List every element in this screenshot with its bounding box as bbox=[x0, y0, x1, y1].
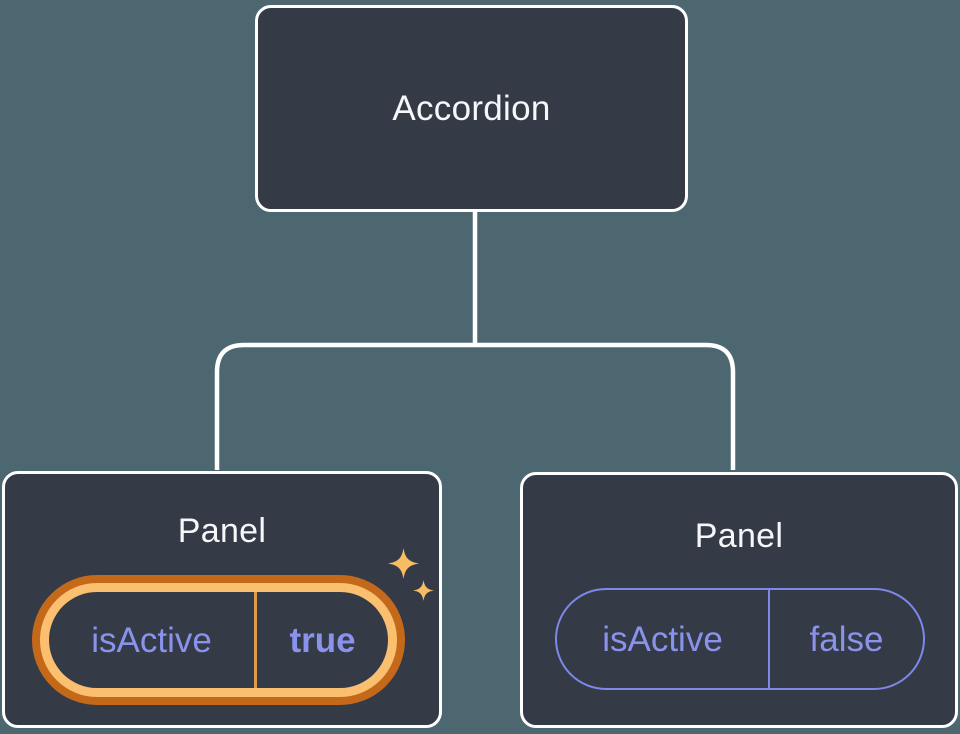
state-pill-inactive: isActive false bbox=[555, 588, 925, 690]
state-key-label: isActive bbox=[49, 592, 258, 688]
state-key-label: isActive bbox=[557, 590, 770, 688]
connector-branch bbox=[214, 342, 736, 470]
sparkle-icon-large bbox=[388, 548, 419, 579]
tree-root-node: Accordion bbox=[255, 5, 688, 212]
state-pill-active-inner: isActive true bbox=[49, 592, 388, 688]
sparkle-icon-small bbox=[413, 580, 434, 601]
panel-node-inactive: Panel isActive false bbox=[520, 472, 958, 728]
state-value-label: true bbox=[289, 620, 356, 660]
state-pill-inactive-inner: isActive false bbox=[557, 590, 923, 688]
state-value-label: false bbox=[809, 619, 884, 659]
state-pill-active: isActive true bbox=[32, 575, 405, 705]
panel-node-label: Panel bbox=[177, 512, 267, 550]
panel-node-label: Panel bbox=[694, 517, 784, 555]
panel-node-active: Panel isActive true bbox=[2, 471, 442, 728]
root-node-label: Accordion bbox=[392, 88, 551, 128]
